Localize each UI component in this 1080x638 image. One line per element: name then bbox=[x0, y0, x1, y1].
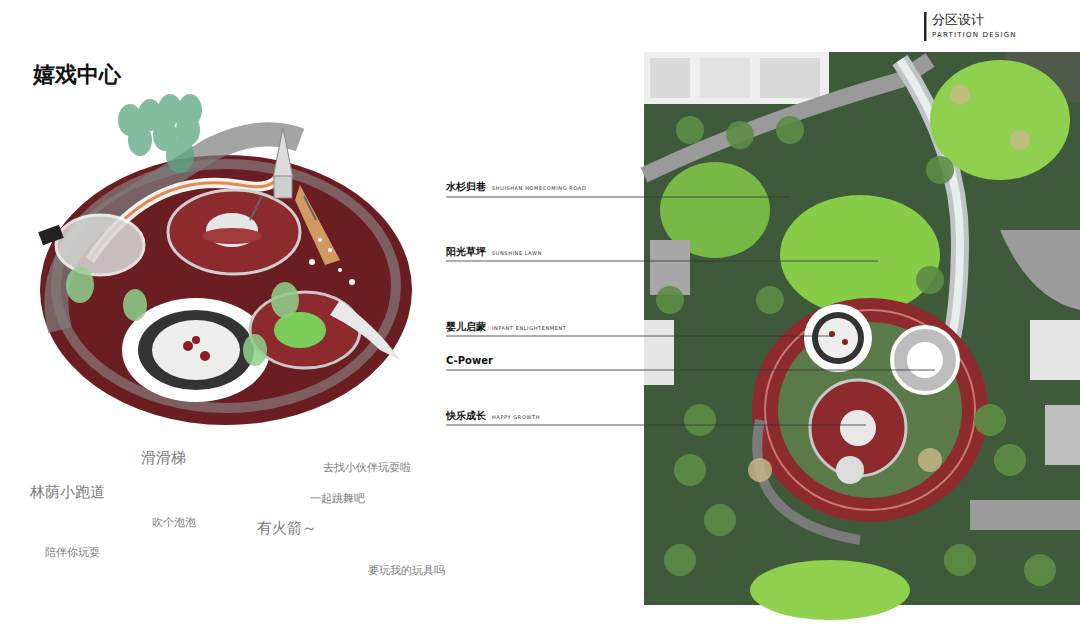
section-subtitle: PARTITION DESIGN bbox=[932, 31, 1017, 39]
activity-word: 有火箭～ bbox=[257, 520, 317, 537]
activity-word: 林荫小跑道 bbox=[30, 484, 105, 501]
activity-word: 去找小伙伴玩耍啦 bbox=[323, 462, 411, 475]
activity-word: 陪伴你玩耍 bbox=[45, 547, 100, 560]
callout-label: 快乐成长 bbox=[446, 410, 486, 422]
callout-label: 水杉归巷 bbox=[446, 181, 486, 193]
plaza-axonometric bbox=[38, 94, 412, 425]
activity-word: 一起跳舞吧 bbox=[310, 493, 365, 506]
leader-line bbox=[446, 197, 935, 425]
callout-label: 阳光草坪 bbox=[446, 246, 486, 258]
callout-label: 婴儿启蒙 bbox=[446, 321, 486, 333]
section-title: 分区设计 bbox=[932, 13, 984, 28]
board-title: 嬉戏中心 bbox=[33, 62, 121, 87]
activity-word: 要玩我的玩具吗 bbox=[368, 565, 445, 578]
callout-subtitle: SHUISHAN HOMECOMING ROAD bbox=[492, 186, 586, 192]
header-bar bbox=[924, 12, 927, 41]
callout-label: C-Power bbox=[446, 355, 493, 367]
callout-subtitle: SUNSHINE LAWN bbox=[492, 251, 542, 257]
callout-subtitle: HAPPY GROWTH bbox=[492, 415, 540, 421]
callout-subtitle: INFANT ENLIGHTENMENT bbox=[492, 326, 566, 332]
activity-word: 吹个泡泡 bbox=[152, 517, 196, 530]
activity-word: 滑滑梯 bbox=[141, 450, 186, 467]
